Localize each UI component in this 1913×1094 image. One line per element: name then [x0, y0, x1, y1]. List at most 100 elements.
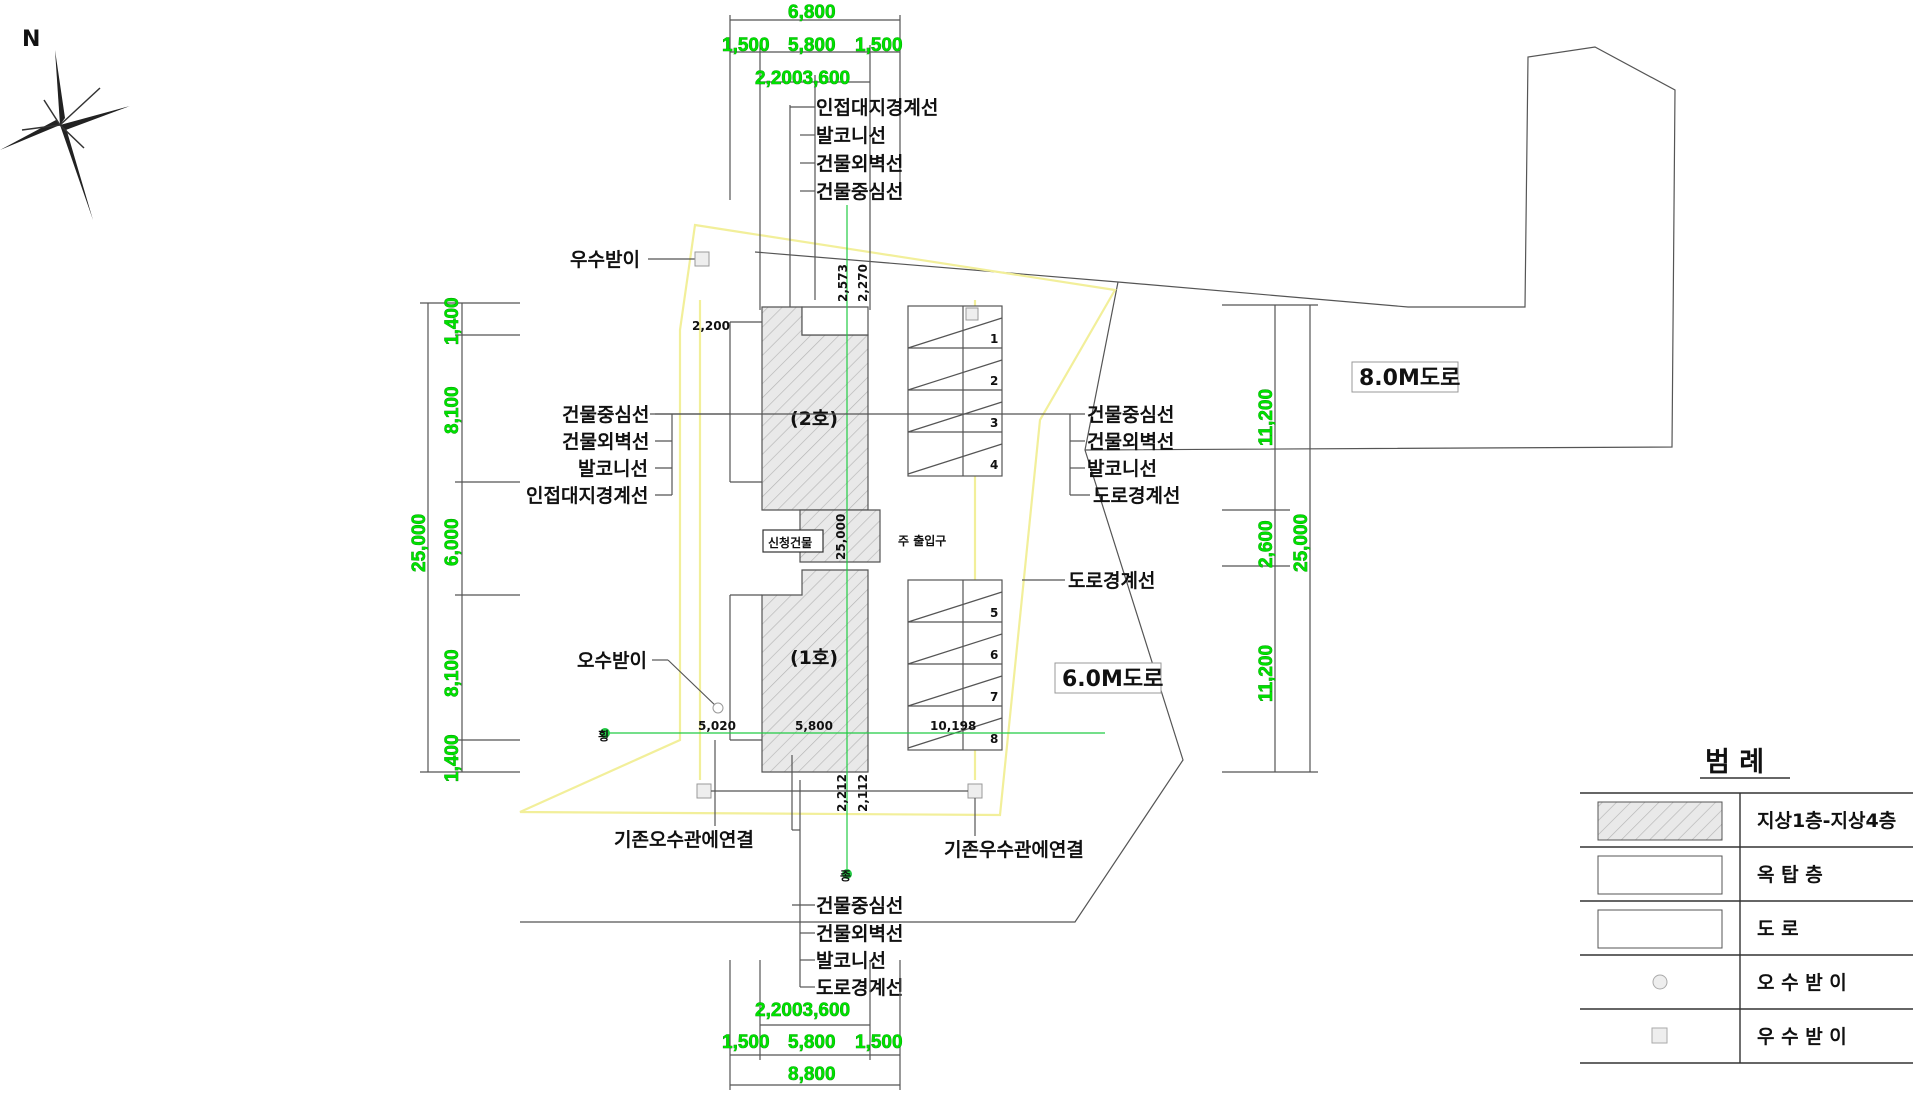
dim-25000-center: 25,000	[834, 514, 848, 560]
dim-5020: 5,020	[698, 719, 736, 733]
dim-2573: 2,573	[836, 264, 850, 302]
legend: 범 례 지상1층-지상4층 옥 탑 층 도 로 오 수 받 이 우 수 받 이	[1580, 747, 1913, 1064]
bottom-label-4: 도로경계선	[816, 977, 903, 999]
left-label-3: 발코니선	[578, 458, 648, 480]
new-building-label: 신청건물	[768, 535, 812, 550]
road-6m-label: 6.0M도로	[1062, 667, 1163, 692]
dim-10198: 10,198	[930, 719, 976, 733]
legend-item-2: 옥 탑 층	[1757, 864, 1823, 886]
parking-block-upper	[907, 305, 1003, 477]
existing-storm-label: 기존우수관에연결	[944, 839, 1084, 861]
right-dimension-part-1: 11,200	[1256, 389, 1277, 446]
legend-item-3: 도 로	[1757, 918, 1799, 940]
main-entrance-label: 주 출입구	[898, 533, 946, 548]
legend-stormwater-box-icon	[1651, 1027, 1668, 1044]
right-dimension-part-2: 2,600	[1256, 520, 1277, 568]
stormwater-box-bottom-icon	[967, 783, 983, 799]
north-label: N	[22, 27, 40, 52]
parking-number-1: 1	[990, 332, 998, 346]
left-label-1: 건물중심선	[562, 404, 649, 426]
dim-2212: 2,212	[835, 774, 849, 812]
unit-2-label: (2호)	[790, 408, 838, 430]
legend-item-4: 오 수 받 이	[1757, 972, 1847, 994]
road-6m-tag	[1054, 662, 1162, 694]
top-label-3: 건물외벽선	[816, 153, 903, 175]
top-dimension-lines	[729, 15, 901, 310]
dim-2270: 2,270	[856, 264, 870, 302]
new-building-tag	[762, 529, 824, 553]
building-unit-1	[729, 569, 869, 773]
bottom-label-3: 발코니선	[816, 950, 886, 972]
existing-sewage-label: 기존오수관에연결	[614, 829, 754, 851]
right-label-2: 건물외벽선	[1087, 431, 1174, 453]
top-total-dimension: 6,800	[788, 2, 836, 23]
parking-number-2: 2	[990, 374, 998, 388]
dim-2200: 2,200	[692, 319, 730, 333]
bottom-sub-dimension: 2,2003,600	[755, 1000, 850, 1021]
left-label-leaders	[655, 413, 730, 496]
top-sub-dimension: 2,2003,600	[755, 68, 850, 89]
right-label-leaders	[1040, 413, 1090, 496]
dim-5800: 5,800	[795, 719, 833, 733]
parking-number-3: 3	[990, 416, 998, 430]
road-boundary-label: 도로경계선	[1068, 570, 1155, 592]
parking-number-4: 4	[990, 458, 998, 472]
legend-sewage-box-icon	[1652, 974, 1668, 990]
right-label-4: 도로경계선	[1093, 485, 1180, 507]
top-label-1: 인접대지경계선	[816, 97, 938, 119]
axis-h-marker-icon	[600, 728, 610, 738]
right-label-3: 발코니선	[1087, 458, 1157, 480]
stormwater-box-label: 우수받이	[570, 249, 640, 271]
left-label-4: 인접대지경계선	[526, 485, 648, 507]
parking-block-lower	[907, 579, 1003, 751]
left-label-2: 건물외벽선	[562, 431, 649, 453]
right-dimension-lines	[1222, 304, 1318, 773]
top-label-leaders	[790, 106, 815, 192]
bottom-label-1: 건물중심선	[816, 895, 903, 917]
sewage-box-bottom-icon	[696, 783, 712, 799]
parking-number-8: 8	[990, 732, 998, 746]
top-label-4: 건물중심선	[816, 181, 903, 203]
legend-rooftop-symbol	[1597, 855, 1723, 895]
stormwater-box-top-icon	[694, 251, 710, 267]
bottom-label-2: 건물외벽선	[816, 923, 903, 945]
top-dimension-part-1: 1,500	[722, 35, 770, 56]
left-dimension-part-5: 1,400	[442, 734, 463, 782]
north-compass-icon: N	[0, 27, 130, 220]
axis-h-label: 횡	[598, 728, 609, 743]
left-dimension-part-4: 8,100	[442, 649, 463, 697]
sewage-box-icon	[712, 702, 724, 714]
unit-1-label: (1호)	[790, 647, 838, 669]
parking-number-7: 7	[990, 690, 998, 704]
legend-item-1: 지상1층-지상4층	[1757, 810, 1896, 832]
road-8m-label: 8.0M도로	[1359, 366, 1460, 391]
parking-number-6: 6	[990, 648, 998, 662]
bottom-dimension-lines	[729, 960, 901, 1090]
left-dimension-lines	[420, 302, 520, 773]
left-dimension-part-3: 6,000	[442, 518, 463, 566]
legend-item-5: 우 수 받 이	[1757, 1026, 1847, 1048]
right-total-dimension: 25,000	[1291, 514, 1312, 572]
top-dimension-part-3: 1,500	[855, 35, 903, 56]
building-unit-2	[729, 306, 869, 511]
right-label-1: 건물중심선	[1087, 404, 1174, 426]
legend-road-symbol	[1597, 909, 1723, 949]
bottom-dimension-part-1: 1,500	[722, 1032, 770, 1053]
top-dimension-part-2: 5,800	[788, 35, 836, 56]
top-label-2: 발코니선	[816, 125, 886, 147]
left-dimension-part-1: 1,400	[442, 297, 463, 345]
bottom-label-leaders	[792, 780, 815, 988]
sewage-box-label: 오수받이	[577, 650, 647, 672]
road-8m-tag	[1351, 361, 1459, 393]
left-dimension-part-2: 8,100	[442, 386, 463, 434]
axis-v-label: 종	[840, 869, 851, 883]
left-total-dimension: 25,000	[409, 514, 430, 572]
right-dimension-part-3: 11,200	[1256, 645, 1277, 702]
axis-v-marker-icon	[842, 869, 852, 879]
dim-2112: 2,112	[856, 774, 870, 812]
bottom-dimension-part-3: 1,500	[855, 1032, 903, 1053]
legend-hatch-symbol	[1597, 801, 1723, 841]
legend-title: 범 례	[1705, 747, 1764, 778]
bottom-total-dimension: 8,800	[788, 1064, 836, 1085]
